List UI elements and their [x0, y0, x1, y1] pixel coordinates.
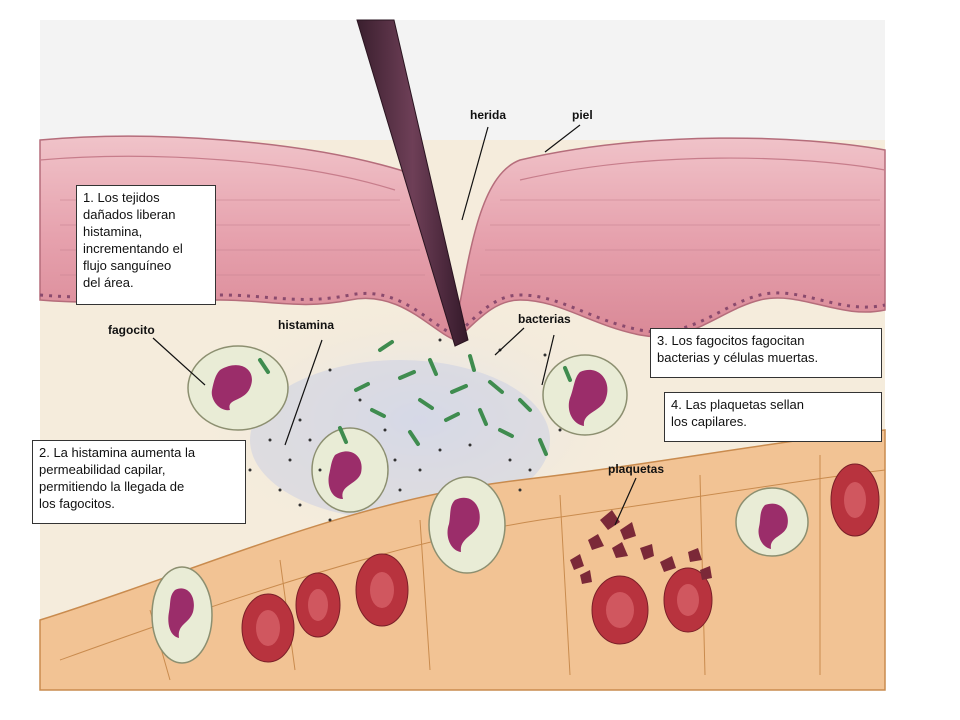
skin-surface-line: [39, 155, 396, 191]
histamine-dots: [248, 338, 562, 522]
phagocyte: [311, 427, 389, 513]
phagocyte: [735, 487, 809, 557]
callout-step-3: 3. Los fagocitos fagocitan bacterias y c…: [650, 328, 882, 378]
callout-step-1: 1. Los tejidos dañados liberan histamina…: [76, 185, 216, 305]
phagocyte: [151, 566, 213, 664]
label-piel: piel: [572, 108, 593, 122]
skin-cells: [60, 199, 880, 276]
label-fagocito: fagocito: [108, 323, 155, 337]
basal-layer: [39, 291, 886, 337]
callout-step-2: 2. La histamina aumenta la permeabilidad…: [32, 440, 246, 524]
platelets: [570, 510, 712, 584]
label-plaquetas: plaquetas: [608, 462, 665, 476]
red-blood-cells: [241, 463, 880, 663]
label-herida: herida: [470, 108, 507, 122]
callout-step-4: 4. Las plaquetas sellan los capilares.: [664, 392, 882, 442]
phagocyte: [187, 345, 289, 431]
skin-surface-line: [519, 157, 886, 181]
phagocyte: [428, 476, 506, 574]
label-bacterias: bacterias: [518, 312, 571, 326]
bacteria: [258, 340, 572, 456]
splinter: [356, 19, 469, 347]
upper-haze: [40, 20, 885, 140]
leader-lines: [152, 124, 637, 526]
phagocyte: [542, 354, 628, 436]
label-histamina: histamina: [278, 318, 335, 332]
